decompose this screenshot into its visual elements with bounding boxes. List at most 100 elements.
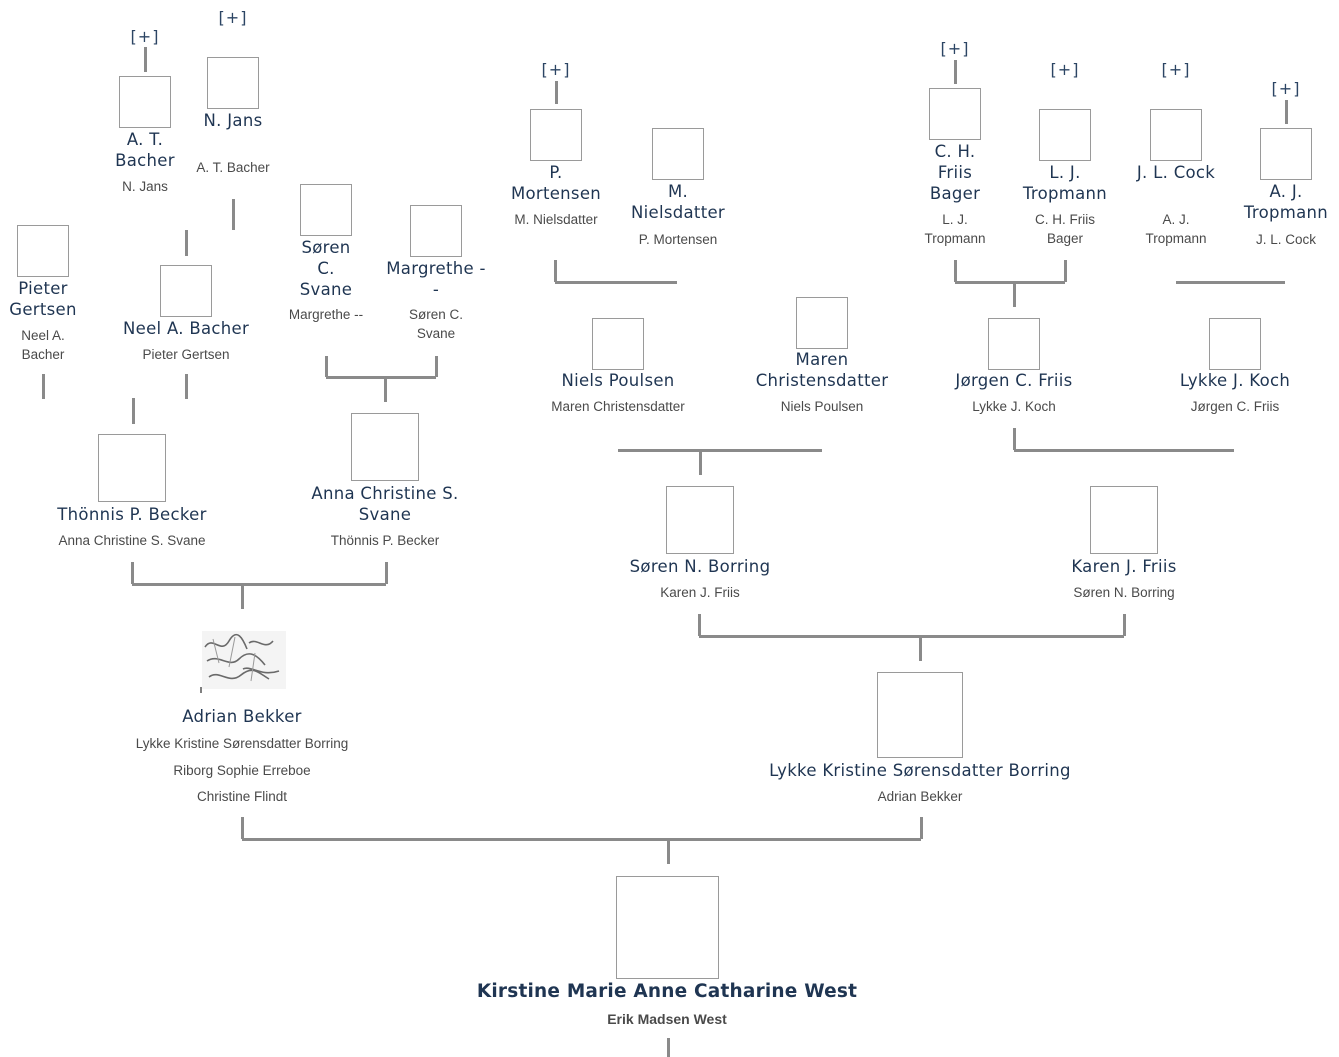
person-name[interactable]: Jørgen C. Friis: [955, 371, 1073, 390]
photo-placeholder[interactable]: [17, 225, 69, 277]
connector-line: [185, 374, 188, 399]
person-name[interactable]: Margrethe --: [386, 259, 486, 299]
photo-placeholder[interactable]: [98, 434, 166, 502]
photo-placeholder[interactable]: [300, 184, 352, 236]
spouse-name[interactable]: Christine Flindt: [196, 789, 288, 804]
connector-line: [325, 356, 328, 377]
photo-placeholder[interactable]: [592, 318, 644, 370]
expand-button[interactable]: [+]: [940, 39, 970, 58]
person-name[interactable]: Anna Christine S. Svane: [311, 484, 459, 524]
spouse-name[interactable]: Jørgen C. Friis: [1190, 399, 1280, 414]
connector-line: [618, 449, 822, 452]
photo-placeholder[interactable]: [530, 109, 582, 161]
connector-line: [954, 260, 957, 282]
spouse-name[interactable]: Neel A. Bacher: [21, 328, 65, 362]
connector-line: [555, 81, 558, 104]
connector-line: [1014, 449, 1234, 452]
spouse-name[interactable]: Pieter Gertsen: [142, 347, 230, 362]
connector-line: [1064, 260, 1067, 282]
connector-line: [232, 199, 235, 230]
signature-image[interactable]: [199, 629, 289, 693]
spouse-name[interactable]: Riborg Sophie Erreboe: [173, 762, 311, 778]
person-name[interactable]: Karen J. Friis: [1071, 557, 1177, 576]
photo-placeholder[interactable]: [929, 88, 981, 140]
photo-placeholder[interactable]: [119, 76, 171, 128]
person-name[interactable]: M. Nielsdatter: [630, 182, 726, 222]
connector-line: [698, 614, 701, 636]
spouse-name[interactable]: A. J. Tropmann: [1145, 212, 1207, 246]
photo-placeholder[interactable]: [988, 318, 1040, 370]
spouse-name[interactable]: L. J. Tropmann: [924, 212, 986, 246]
person-name[interactable]: A. T. Bacher: [115, 130, 175, 170]
spouse-name[interactable]: Søren C. Svane: [408, 307, 463, 341]
person-name[interactable]: P. Mortensen: [510, 163, 602, 203]
person-name[interactable]: N. Jans: [203, 111, 263, 130]
connector-line: [667, 1038, 670, 1057]
spouse-name[interactable]: Søren N. Borring: [1073, 585, 1175, 600]
connector-line: [242, 838, 921, 841]
person-name[interactable]: Lykke Kristine Sørensdatter Borring: [769, 761, 1071, 780]
person-name[interactable]: Thönnis P. Becker: [57, 505, 207, 524]
person-name[interactable]: A. J. Tropmann: [1243, 182, 1329, 222]
photo-placeholder[interactable]: [351, 413, 419, 481]
person-name[interactable]: Adrian Bekker: [182, 707, 302, 726]
photo-placeholder[interactable]: [160, 265, 212, 317]
person-name[interactable]: C. H. Friis Bager: [929, 142, 981, 203]
photo-placeholder[interactable]: [666, 486, 734, 554]
expand-button[interactable]: [+]: [218, 8, 248, 27]
spouse-name[interactable]: C. H. Friis Bager: [1035, 212, 1095, 246]
spouse-name[interactable]: Margrethe --: [288, 307, 364, 322]
person-name[interactable]: Maren Christensdatter: [755, 350, 889, 390]
connector-line: [667, 839, 670, 864]
person-name[interactable]: Kirstine Marie Anne Catharine West: [476, 981, 858, 1002]
spouse-name[interactable]: J. L. Cock: [1255, 232, 1317, 247]
photo-placeholder[interactable]: [652, 128, 704, 180]
photo-placeholder[interactable]: [207, 57, 259, 109]
expand-button[interactable]: [+]: [541, 60, 571, 79]
expand-button[interactable]: [+]: [1271, 79, 1301, 98]
connector-line: [699, 450, 702, 475]
photo-placeholder[interactable]: [796, 297, 848, 349]
connector-line: [920, 817, 923, 839]
connector-line: [699, 635, 1124, 638]
connector-line: [1013, 428, 1016, 450]
photo-placeholder[interactable]: [410, 205, 462, 257]
person-name[interactable]: Pieter Gertsen: [9, 279, 77, 319]
connector-line: [435, 356, 438, 377]
spouse-name[interactable]: Anna Christine S. Svane: [58, 533, 206, 548]
photo-placeholder[interactable]: [1150, 109, 1202, 161]
spouse-name[interactable]: Maren Christensdatter: [551, 399, 685, 414]
connector-line: [384, 377, 387, 402]
person-name[interactable]: Niels Poulsen: [561, 371, 675, 390]
connector-line: [144, 47, 147, 72]
person-name[interactable]: Søren N. Borring: [629, 557, 771, 576]
spouse-name[interactable]: Erik Madsen West: [607, 1011, 727, 1027]
spouse-name[interactable]: Lykke J. Koch: [972, 399, 1056, 414]
spouse-name[interactable]: Lykke Kristine Sørensdatter Borring: [135, 736, 349, 751]
person-name[interactable]: Lykke J. Koch: [1179, 371, 1291, 390]
person-name[interactable]: Neel A. Bacher: [122, 319, 250, 338]
photo-placeholder[interactable]: [1090, 486, 1158, 554]
connector-line: [131, 562, 134, 584]
spouse-name[interactable]: Thönnis P. Becker: [330, 533, 440, 548]
person-name[interactable]: L. J. Tropmann: [1022, 163, 1108, 203]
connector-line: [132, 583, 386, 586]
person-name[interactable]: J. L. Cock: [1136, 163, 1216, 182]
spouse-name[interactable]: Niels Poulsen: [780, 399, 864, 414]
photo-placeholder[interactable]: [1260, 128, 1312, 180]
photo-placeholder[interactable]: [1039, 109, 1091, 161]
spouse-name[interactable]: M. Nielsdatter: [514, 212, 598, 227]
spouse-name[interactable]: Adrian Bekker: [877, 789, 963, 804]
spouse-name[interactable]: A. T. Bacher: [196, 160, 270, 175]
expand-button[interactable]: [+]: [1161, 60, 1191, 79]
person-name[interactable]: Søren C. Svane: [299, 238, 353, 299]
spouse-name[interactable]: Karen J. Friis: [660, 585, 740, 600]
spouse-name[interactable]: P. Mortensen: [638, 232, 718, 247]
expand-button[interactable]: [+]: [130, 27, 160, 46]
photo-placeholder[interactable]: [1209, 318, 1261, 370]
spouse-name[interactable]: N. Jans: [122, 179, 168, 194]
expand-button[interactable]: [+]: [1050, 60, 1080, 79]
photo-placeholder[interactable]: [615, 876, 719, 979]
photo-placeholder[interactable]: [877, 672, 963, 758]
